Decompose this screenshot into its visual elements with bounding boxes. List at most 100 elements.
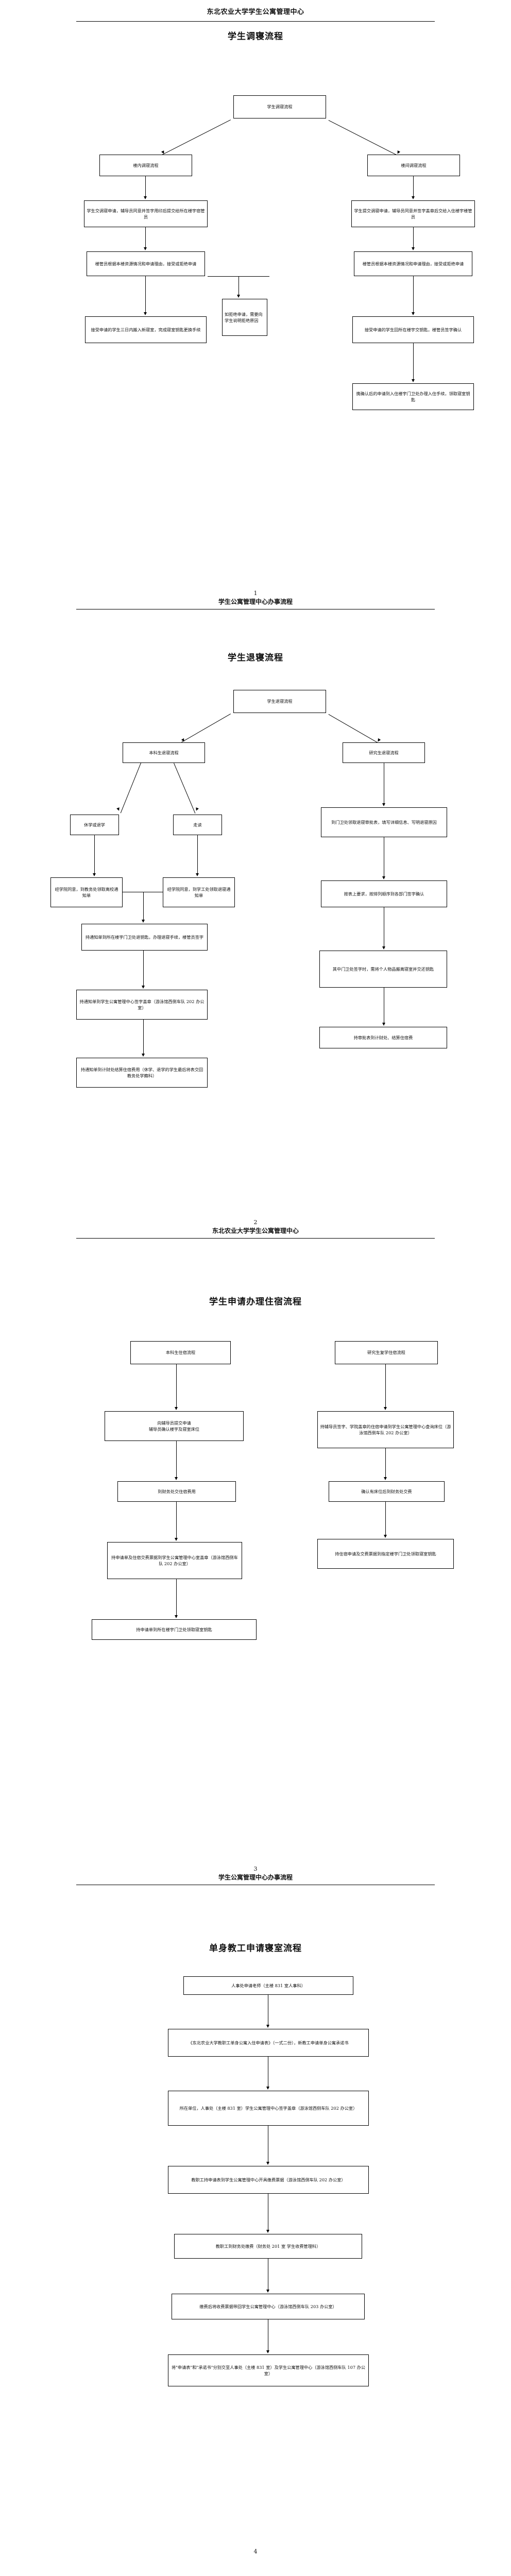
connector-root-left [160,120,231,156]
node-p3-l2: 到财务处交住宿费用 [117,1481,236,1502]
arrowhead-p4-6 [266,2350,269,2353]
arrowhead-r2-1 [382,803,385,806]
arrowhead-root-right [396,150,401,155]
connector-r3 [413,276,414,313]
section-title-4: 单身教工申请寝室流程 [209,1943,302,1954]
node-left-branch-2: 本科生退寝流程 [123,742,205,763]
arrowhead-p3-r1 [384,1407,387,1410]
arrowhead-l3-4 [142,1054,145,1057]
page-number-2: 2 [253,1219,258,1226]
page-footer-text-2: 东北农业大学学生公寓管理中心 [212,1227,299,1234]
arrowhead-p4-2 [266,2087,269,2090]
arrowhead-l2-3 [142,986,145,989]
arrowhead-la-1 [93,873,96,876]
node-p4-s7: 将"申请表"和"承诺书"分别交至人事处（主楼 831 室）及学生公寓管理中心（游… [168,2354,369,2386]
section-title-2: 学生退寝流程 [228,653,283,663]
arrowhead-p4-5 [266,2290,269,2293]
node-middle-note: 如拒绝申请，需要向学生说明拒绝原因 [222,299,267,336]
connector-root2-right [328,714,378,743]
page-footer-3: 3 学生公寓管理中心办事流程 [25,1866,486,1885]
node-right-branch: 楼间调寝流程 [367,155,460,176]
connector-r1 [413,176,414,197]
connector-l2-3 [143,951,144,987]
connector-l3-4 [143,1020,144,1055]
node-root: 学生调寝流程 [233,95,326,118]
node-p4-s6: 缴费后将收费票据带回学生公寓管理中心（游泳馆西侧车队 203 办公室） [172,2294,365,2319]
node-right-branch-3: 研究生复学住宿流程 [335,1341,438,1364]
node-p4-s2: 《东北农业大学教职工单身公寓入住申请表》（一式二份），新教工申请单身公寓承诺书 [168,2029,369,2057]
page-footer-2: 2 东北农业大学学生公寓管理中心 [25,1219,486,1238]
arrowhead-p3-l4 [175,1615,178,1618]
flow-canvas-3: 本科生住宿流程 研究生复学住宿流程 向辅导员提交申请辅导员确认楼宇及寝室床位 到… [25,1309,486,1866]
page-header-text: 东北农业大学学生公寓管理中心 [207,8,304,16]
connector-la-1 [94,835,95,874]
arrowhead-mid [237,295,240,298]
flow-canvas-2: 学生退寝流程 本科生退寝流程 研究生退寝流程 休学或退学 走读 经学院同意，到教… [25,665,486,1219]
flow-canvas-1: 学生调寝流程 楼内调寝流程 楼间调寝流程 学生交调寝申请，辅导员同意并签字用印后… [25,44,486,590]
node-p3-r2: 确认有床位后到财务处交费 [329,1481,445,1502]
arrowhead-p4-3 [266,2162,269,2165]
arrowhead-r4 [412,379,415,382]
arrowhead-lsub-a [116,807,121,811]
page-2: 学生退寝流程 学生退寝流程 本科生退寝流程 研究生退寝流程 休学或退学 走读 [0,643,511,1287]
node-p4-s4: 教职工持申请表到学生公寓管理中心开具缴费票据（游泳馆西侧车队 202 办公室） [168,2166,369,2194]
page-footer-1: 1 学生公寓管理中心办事流程 [25,590,486,609]
footer-rule-2 [76,1238,435,1239]
arrowhead-p3-l3 [175,1538,178,1541]
node-p3-l4: 持申请单到所在楼宇门卫处领取寝室钥匙 [92,1619,257,1640]
arrowhead-r3 [412,312,415,315]
node-l-4: 持通知单到计财处结算住宿费用（休学、退学的学生最后将表交回教务处学籍科） [76,1058,208,1088]
node-root-2: 学生退寝流程 [233,690,326,713]
arrowhead-p3-r3 [384,1535,387,1538]
page-1: 东北农业大学学生公寓管理中心 学生调寝流程 学生调寝流程 楼内调寝流程 楼间调寝… [0,0,511,643]
connector-merge-l-v [143,892,144,921]
connector-lsub-a [120,762,141,814]
arrowhead-root-left [161,150,166,155]
connector-r4 [413,343,414,380]
page-footer-text-1: 学生公寓管理中心办事流程 [218,598,293,605]
page-3: 学生申请办理住宿流程 本科生住宿流程 研究生复学住宿流程 向辅导员提交申请辅导员… [0,1287,511,1934]
arrowhead-r1 [412,196,415,199]
connector-r2 [413,227,414,248]
header-rule [76,21,435,22]
node-p4-s3: 所在单位，人事处（主楼 831 室）学生公寓管理中心签字盖章（游泳馆西侧车队 2… [168,2091,369,2126]
page-footer-4: 4 [25,2548,486,2558]
node-l-a: 休学或退学 [70,815,119,835]
node-right-2: 楼管员根据本楼资源情况和申请理由，接受或拒绝申请 [354,251,472,276]
connector-p3-l4 [176,1579,177,1616]
arrowhead-lsub-b [195,807,199,811]
node-left-branch-3: 本科生住宿流程 [130,1341,231,1364]
node-r-2: 按表上要求，按排列顺序到各部门签字确认 [321,880,447,907]
node-r-1: 到门卫处领取退寝审批表，填写详细信息、写明退寝原因 [321,807,447,837]
connector-l2 [145,227,146,248]
connector-p3-r2 [385,1448,386,1478]
arrowhead-p3-l1 [175,1407,178,1410]
node-r-4: 持审批表到计财处、结算住宿费 [319,1027,447,1048]
connector-root-right [328,120,399,157]
node-l-2: 持通知单到所在楼宇门卫处退钥匙，办理退寝手续，楼管员签字 [81,924,208,951]
node-right-3: 接受申请的学生回所在楼宇交钥匙，楼管员签字确认 [352,316,474,343]
node-right-branch-2: 研究生退寝流程 [343,742,425,763]
page-number-1: 1 [253,590,258,597]
page-number-4: 4 [253,2548,258,2555]
node-l-b: 走读 [173,815,222,835]
arrowhead-p4-1 [266,2025,269,2028]
node-left-2: 楼管员根据本楼资源情况和申请理由，接受或拒绝申请 [87,251,205,276]
arrowhead-p3-l2 [175,1477,178,1480]
node-right-1: 学生提交调寝申请，辅导员同意并签字盖章后交给入住楼宇楼管员 [351,200,475,227]
arrowhead-r2-3 [382,946,385,950]
connector-lsub-b [173,763,196,814]
arrowhead-r2-2 [382,876,385,879]
arrowhead-p3-r2 [384,1477,387,1480]
arrowhead-l3 [144,312,147,315]
page-header: 东北农业大学学生公寓管理中心 [25,0,486,16]
node-left-branch: 楼内调寝流程 [99,155,192,176]
node-l-b1: 经学院同意，到学工处领取退寝通知单 [163,877,235,907]
connector-p3-l3 [176,1502,177,1539]
node-l-3: 持通知单到学生公寓管理中心签字盖章（游泳馆西侧车队 202 办公室） [76,990,208,1020]
node-l-a1: 经学院同意，到教务处领取离校通知单 [50,877,123,907]
node-left-3: 接受申请的学生三日内搬入新寝室，完成寝室钥匙更换手续 [85,316,207,343]
connector-l1 [145,176,146,197]
node-right-4: 携确认后的申请到入住楼宇门卫处办理入住手续，领取寝室钥匙 [352,383,474,410]
page-4: 单身教工申请寝室流程 人事处申请老师（主楼 831 室人事科） 《东北农业大学教… [0,1934,511,2576]
